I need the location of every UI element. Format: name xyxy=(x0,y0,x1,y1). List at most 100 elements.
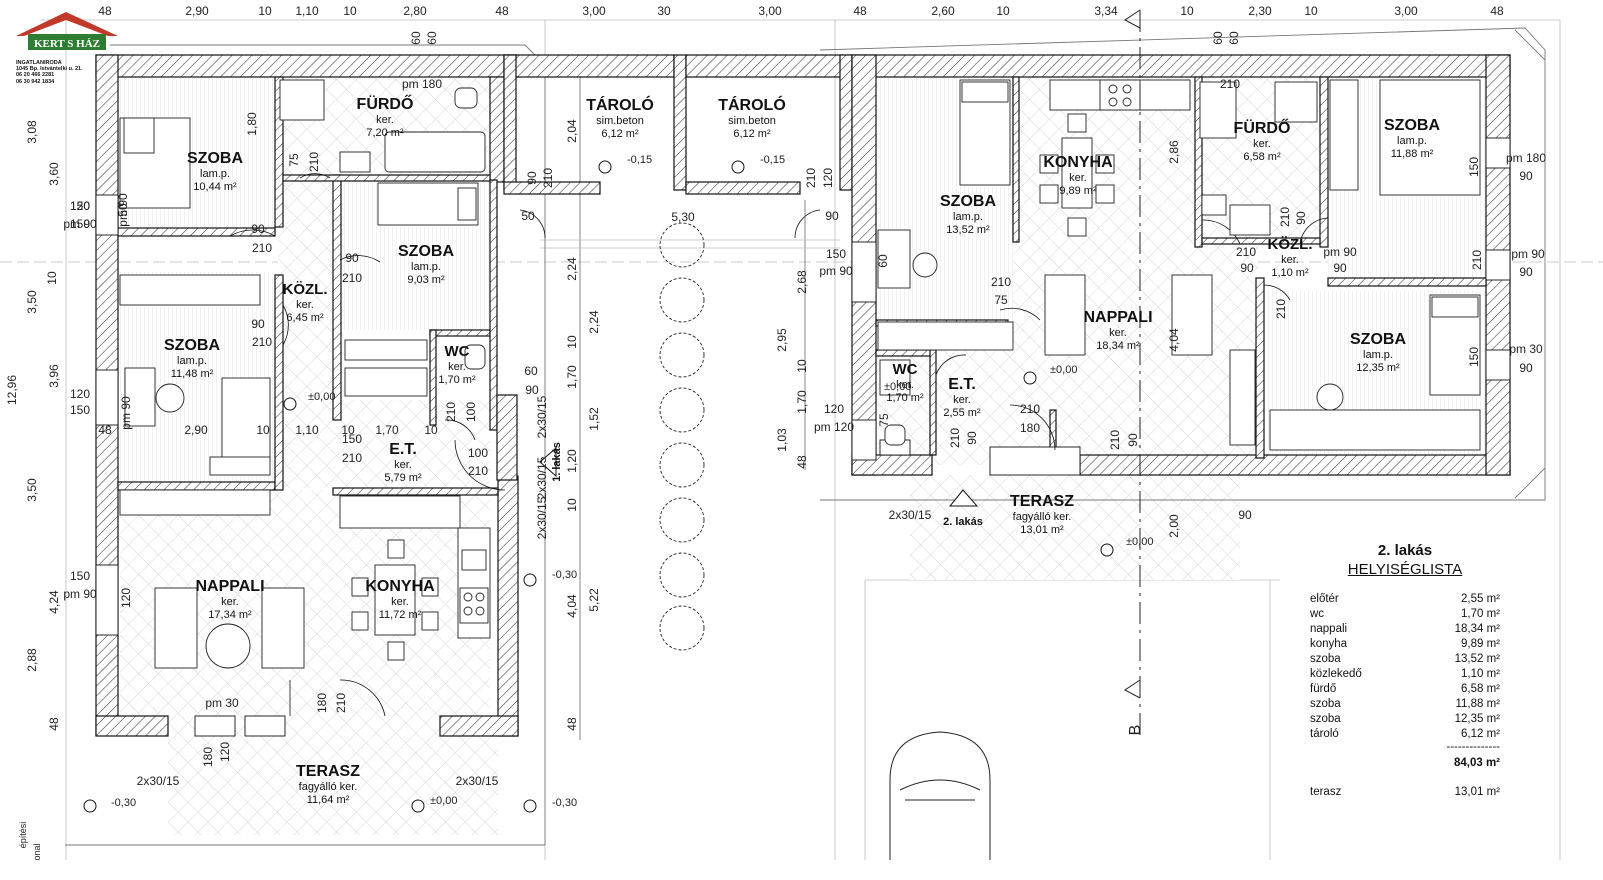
edge-text: onal xyxy=(32,843,42,860)
room-name: SZOBA xyxy=(187,150,243,167)
room-floor: ker. xyxy=(1069,172,1087,184)
room-name: TÁROLÓ xyxy=(718,95,786,114)
top-dimension: 48 xyxy=(1490,4,1504,18)
room-list-name: szoba xyxy=(1310,698,1341,710)
opening-size: 210 xyxy=(444,402,458,422)
opening-size: 210 xyxy=(1108,430,1122,450)
opening-size: 90 xyxy=(525,171,539,185)
level-value: ±0,00 xyxy=(308,391,335,403)
opening-size: pm 120 xyxy=(814,420,854,434)
room-list-row: konyha 9,89 m² xyxy=(1310,637,1500,652)
windows xyxy=(95,137,1511,737)
room-list-name: előtér xyxy=(1310,593,1339,605)
opening-size: pm 90 xyxy=(1511,247,1545,261)
mid-dimension: 1,03 xyxy=(775,428,789,452)
room-list-name: szoba xyxy=(1310,653,1341,665)
dimension: 60 xyxy=(425,31,439,45)
left-dimension: 12,96 xyxy=(5,375,19,405)
room-area: 6,12 m² xyxy=(601,128,639,140)
opening-size: 60 xyxy=(876,254,890,268)
level-value: -0,15 xyxy=(627,154,652,166)
opening-size: 150 xyxy=(826,247,846,261)
opening-size: 150 xyxy=(1467,347,1481,367)
room-floor: ker. xyxy=(448,361,466,373)
room-list-area: 9,89 m² xyxy=(1461,638,1500,650)
opening-size: 210 xyxy=(991,275,1011,289)
section-marker xyxy=(1124,9,1141,740)
mid-dimension: 10 xyxy=(565,335,579,349)
room-list-area: 13,52 m² xyxy=(1454,653,1500,665)
room-list-area: 84,03 m² xyxy=(1453,757,1500,769)
room-floor: ker. xyxy=(391,596,409,608)
room-name: KÖZL. xyxy=(1268,236,1313,253)
opening-size: pm 90 xyxy=(63,587,97,601)
opening-size: 210 xyxy=(1220,77,1240,91)
opening-size: 2x30/15 xyxy=(535,456,549,499)
opening-size: 100 xyxy=(468,446,488,460)
room-floor: lam.p. xyxy=(1363,349,1393,361)
opening-size: 120 xyxy=(70,387,90,401)
room-name: NAPPALI xyxy=(1083,309,1152,326)
room-area: 11,72 m² xyxy=(379,609,422,621)
interior-dimension: 1,70 xyxy=(375,423,399,437)
opening-size: 150 xyxy=(342,432,362,446)
room-name: E.T. xyxy=(948,376,976,393)
room-list-area: 18,34 m² xyxy=(1454,623,1500,635)
opening-size: 2x30/15 xyxy=(456,774,499,788)
opening-size: 210 xyxy=(252,241,272,255)
opening-size: 120 xyxy=(119,588,133,608)
mid-dimension: 2,00 xyxy=(1167,514,1181,538)
mid-dimension: 48 xyxy=(565,717,579,731)
mid-dimension: 1,70 xyxy=(795,390,809,414)
car-outline xyxy=(889,731,991,860)
opening-size: pm 90 xyxy=(116,193,130,227)
level-value: ±0,00 xyxy=(430,795,457,807)
room-floor: ker. xyxy=(1281,254,1299,266)
room-list-area: 6,58 m² xyxy=(1461,683,1500,695)
logo-brand-sub: INGATLANIRODA xyxy=(16,60,62,66)
room-area: 2,55 m² xyxy=(943,407,981,419)
room-list-area: 12,35 m² xyxy=(1454,713,1500,725)
level-value: -0,30 xyxy=(552,569,577,581)
opening-size: 150 xyxy=(70,403,90,417)
top-dimension: 2,60 xyxy=(931,4,955,18)
room-name: FÜRDŐ xyxy=(357,94,414,113)
room-name: TERASZ xyxy=(296,763,360,780)
room-area: 6,12 m² xyxy=(733,128,771,140)
hedge-trees xyxy=(659,222,705,651)
room-list-area: -------------- xyxy=(1446,741,1500,753)
opening-size: 90 xyxy=(1240,261,1254,275)
logo-brand: KERT S HÁZ xyxy=(34,38,100,50)
mid-dimension: 10 xyxy=(795,359,809,373)
room-floor: ker. xyxy=(394,459,412,471)
top-dimension: 10 xyxy=(1180,4,1194,18)
room-floor: lam.p. xyxy=(177,355,207,367)
room-list-row: szoba 13,52 m² xyxy=(1310,652,1500,667)
room-list-name xyxy=(1310,742,1403,752)
opening-size: 210 xyxy=(342,451,362,465)
room-area: 6,45 m² xyxy=(286,312,324,324)
opening-size: 210 xyxy=(468,464,488,478)
room-floor: lam.p. xyxy=(1397,135,1427,147)
top-dimension: 2,90 xyxy=(185,4,209,18)
room-area: 11,64 m² xyxy=(307,794,350,806)
interior-dimension: 48 xyxy=(98,423,112,437)
interior-dimension: 1,10 xyxy=(295,423,319,437)
logo-phone-2: 06 30 942 1834 xyxy=(16,78,55,85)
room-floor: ker. xyxy=(296,299,314,311)
house-logo-icon: KERT S HÁZ xyxy=(16,12,118,50)
room-list-name: nappali xyxy=(1310,623,1348,635)
level-value: -0,30 xyxy=(552,797,577,809)
level-markers xyxy=(83,160,1114,813)
room-area: 18,34 m² xyxy=(1096,340,1140,352)
doors xyxy=(229,173,1329,717)
room-name: SZOBA xyxy=(1350,331,1406,348)
room-list-name: konyha xyxy=(1310,638,1348,650)
opening-size: 210 xyxy=(1278,207,1292,227)
